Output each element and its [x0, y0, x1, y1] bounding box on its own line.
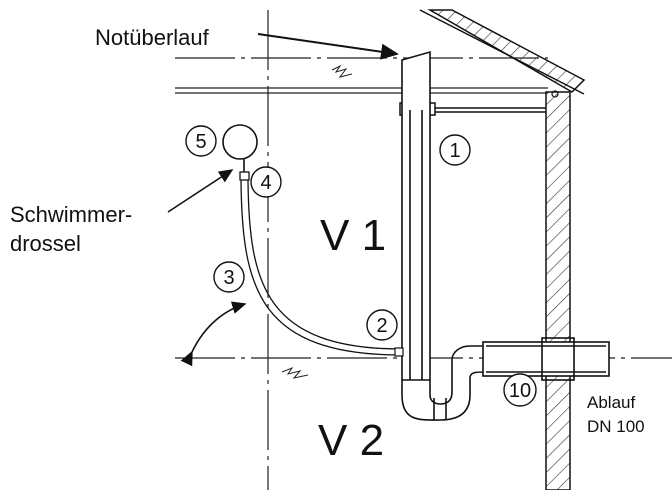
roof — [419, 9, 586, 98]
label-outlet-line1: Ablauf — [587, 393, 635, 412]
marker-circle-3 — [213, 261, 245, 293]
water-level-symbol-lower — [281, 366, 309, 379]
marker-circles — [185, 125, 537, 407]
label-float-throttle-line1: Schwimmer- — [10, 202, 132, 227]
marker-circle-1 — [439, 134, 471, 166]
overflow-pipe — [401, 50, 431, 381]
overflow-leader-arrow — [257, 33, 399, 60]
marker-2: 2 — [376, 315, 387, 337]
label-volume-2: V 2 — [318, 416, 384, 465]
float-throttle — [222, 124, 404, 357]
label-float-throttle-line2: drossel — [10, 231, 81, 256]
marker-circle-5 — [185, 125, 217, 157]
label-outlet-line2: DN 100 — [587, 417, 645, 436]
marker-1: 1 — [449, 140, 460, 162]
wall — [545, 91, 571, 490]
marker-circle-2 — [366, 309, 398, 341]
throttle-leader-arrow — [167, 169, 234, 213]
label-volume-1: V 1 — [320, 211, 386, 260]
upper-level-band — [175, 87, 548, 94]
marker-5: 5 — [195, 131, 206, 153]
marker-10: 10 — [509, 380, 531, 402]
marker-3: 3 — [223, 267, 234, 289]
marker-4: 4 — [260, 172, 271, 194]
float-ball — [222, 124, 258, 160]
outlet-pipe — [482, 337, 610, 381]
marker-circle-10 — [503, 373, 537, 407]
marker-circle-4 — [250, 166, 282, 198]
label-emergency-overflow: Notüberlauf — [95, 25, 210, 50]
throttle-hose — [240, 179, 403, 356]
water-level-symbol-upper — [331, 64, 353, 78]
angle-arc — [180, 301, 247, 367]
